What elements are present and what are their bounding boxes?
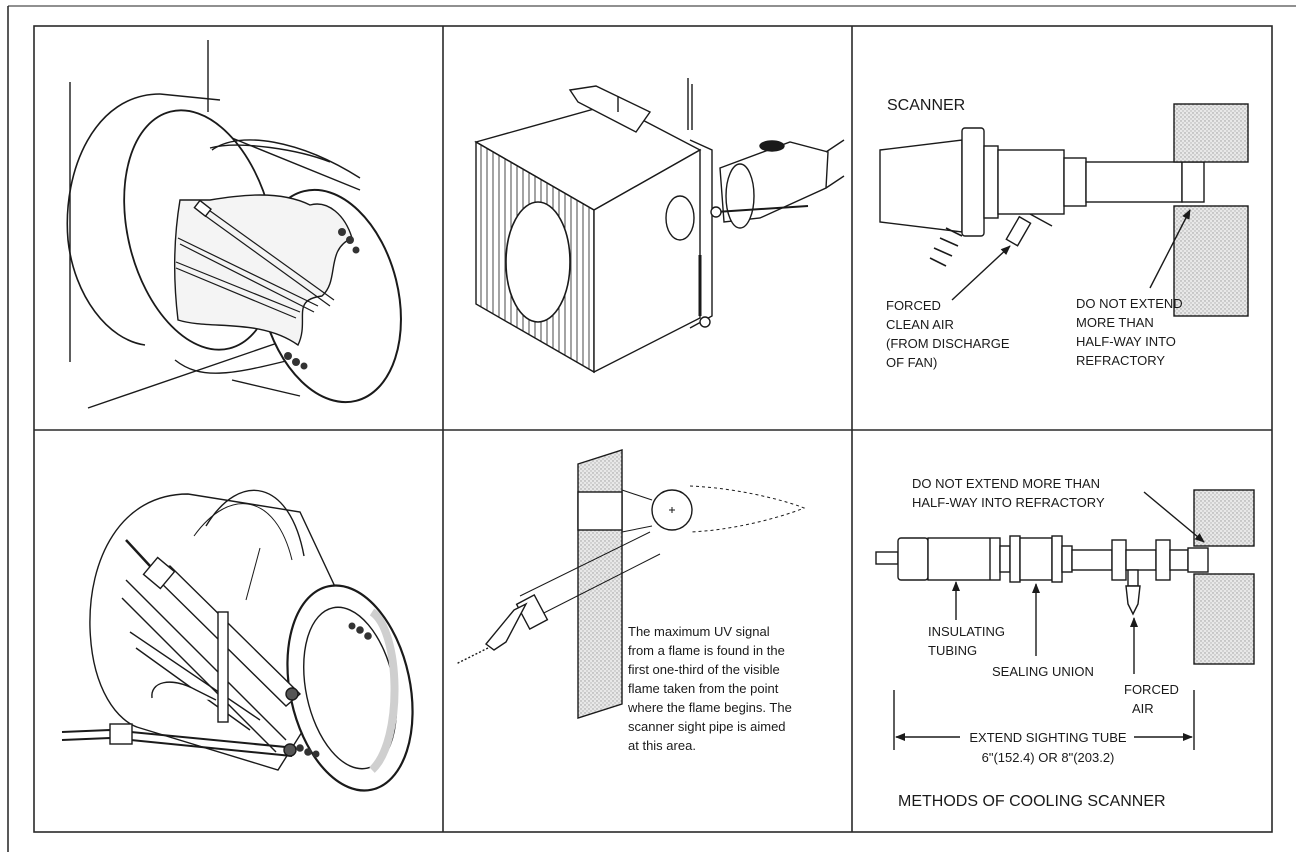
flame-drawing [455,449,806,719]
panel-burner-front [66,40,402,409]
forced-air-line-4: OF FAN) [886,355,937,370]
do-not-extend-line-2: MORE THAN [1076,315,1154,330]
panel-grid [33,25,1273,833]
scanner-title: SCANNER [887,97,965,114]
note-line-3: first one-third of the visible [628,662,780,677]
panel-burner-side [61,489,414,792]
cooling-caption: METHODS OF COOLING SCANNER [898,793,1166,810]
forced-line-2: AIR [1132,701,1154,716]
warning-line-1: DO NOT EXTEND MORE THAN [912,476,1100,491]
do-not-extend-line-3: HALF-WAY INTO [1076,334,1176,349]
forced-air-line-2: CLEAN AIR [886,317,954,332]
panel-flame-sight: The maximum UV signal from a flame is fo… [455,449,806,753]
insulating-line-2: TUBING [928,643,977,658]
forced-air-line-3: (FROM DISCHARGE [886,336,1010,351]
note-line-7: at this area. [628,738,696,753]
svg-text:FORCED AIR: FORCED AIR [1124,682,1183,716]
svg-text:INSULATING TUBING: INSULATING TUBING [928,624,1009,658]
do-not-extend-line-4: REFRACTORY [1076,353,1165,368]
panel-burner-body [474,78,845,374]
extend-line-1: EXTEND SIGHTING TUBE [969,730,1127,745]
warning-line-2: HALF-WAY INTO REFRACTORY [912,495,1105,510]
svg-text:DO NOT EXTEND MORE THAN: DO NOT EXTEND MORE THAN HALF-WAY INTO RE… [1076,296,1186,368]
panel-cooling-scanner: DO NOT EXTEND MORE THAN HALF-WAY INTO RE… [875,476,1255,810]
panel-scanner: SCANNER FORCED CLEAN AIR ( [879,97,1249,370]
sealing-union-label: SEALING UNION [992,664,1094,679]
svg-text:FORCED CLEAN AIR (: FORCED CLEAN AIR (FROM DISCHARGE OF FAN) [886,298,1013,370]
forced-air-line-1: FORCED [886,298,941,313]
svg-text:The maximum UV signal fr: The maximum UV signal from a flame is fo… [627,624,795,753]
note-line-4: flame taken from the point [628,681,779,696]
note-line-1: The maximum UV signal [628,624,770,639]
scanner-drawing [879,103,1249,317]
insulating-line-1: INSULATING [928,624,1005,639]
note-line-6: scanner sight pipe is aimed [628,719,786,734]
forced-line-1: FORCED [1124,682,1179,697]
extend-line-2: 6"(152.4) OR 8"(203.2) [982,750,1115,765]
note-line-2: from a flame is found in the [628,643,785,658]
do-not-extend-line-1: DO NOT EXTEND [1076,296,1183,311]
cooling-drawing [875,489,1255,750]
svg-text:DO NOT EXTEND MORE THAN: DO NOT EXTEND MORE THAN HALF-WAY INTO RE… [912,476,1105,510]
note-line-5: where the flame begins. The [627,700,792,715]
